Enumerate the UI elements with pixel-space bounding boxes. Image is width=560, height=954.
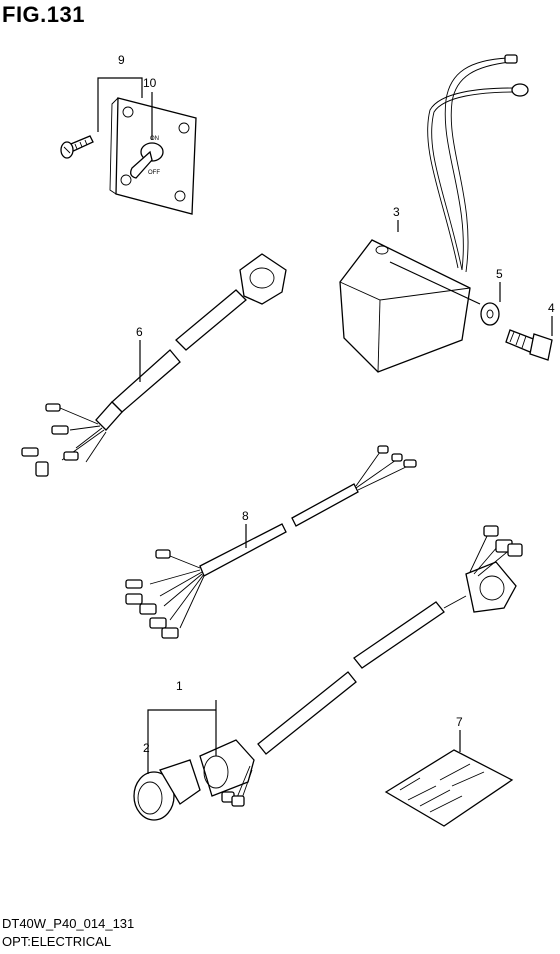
figure-code: DT40W_P40_014_131	[2, 916, 135, 931]
switch-off-text: OFF	[148, 170, 160, 176]
callout-10: 10	[143, 76, 157, 90]
wiring-harness-6[interactable]	[21, 253, 287, 477]
figure-title: FIG.131	[2, 2, 85, 27]
callout-8: 8	[242, 509, 249, 523]
switch-panel-assembly[interactable]: ON OFF	[60, 97, 197, 215]
figure-description: OPT:ELECTRICAL	[2, 934, 112, 949]
control-box[interactable]	[339, 54, 529, 373]
instruction-sheet[interactable]	[384, 749, 514, 827]
callout-9: 9	[118, 53, 125, 67]
callout-5: 5	[496, 267, 503, 281]
switch-on-text: ON	[150, 136, 159, 142]
bolt[interactable]	[505, 329, 553, 361]
leader-3-washer	[389, 261, 481, 305]
leader-9	[97, 77, 143, 98]
socket-harness-assembly[interactable]	[133, 525, 523, 821]
callout-6: 6	[136, 325, 143, 339]
callout-7: 7	[456, 715, 463, 729]
callout-1: 1	[176, 679, 183, 693]
callout-4: 4	[548, 301, 555, 315]
callout-2: 2	[143, 741, 150, 755]
callout-3: 3	[393, 205, 400, 219]
leader-1	[147, 700, 217, 756]
washer[interactable]	[480, 302, 500, 326]
wiring-harness-8[interactable]	[125, 445, 417, 639]
